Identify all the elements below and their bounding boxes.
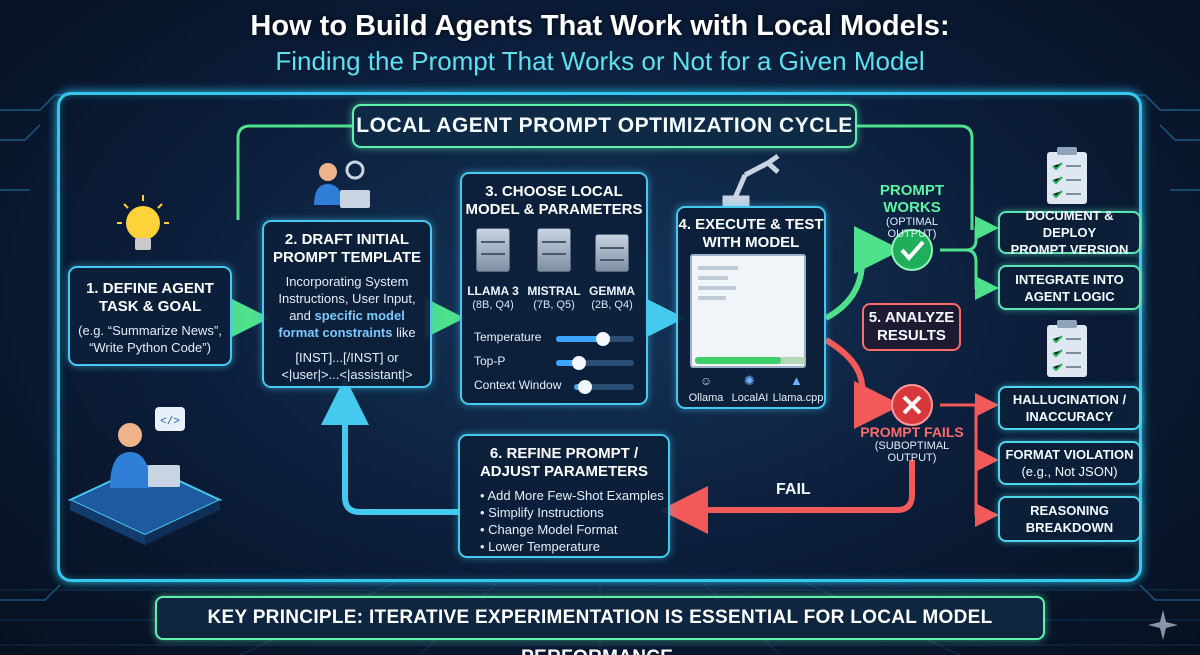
model-spec-llama: (8B, Q4) xyxy=(472,299,514,311)
server-icon-gemma xyxy=(595,234,629,272)
llamacpp-icon: ▲ xyxy=(790,373,803,388)
test-window xyxy=(690,254,806,368)
refine-action: Change Model Format xyxy=(480,521,668,538)
test-progress-fill xyxy=(695,357,781,364)
cycle-title: LOCAL AGENT PROMPT OPTIMIZATION CYCLE xyxy=(352,104,857,148)
step3-title-line2: MODEL & PARAMETERS xyxy=(465,201,643,218)
works-line2: WORKS xyxy=(883,199,941,216)
page-subtitle: Finding the Prompt That Works or Not for… xyxy=(275,46,925,76)
step2-text-line3a: and xyxy=(289,308,315,323)
fails-line: PROMPT FAILS xyxy=(860,424,964,440)
param-label-top-p: Top-P xyxy=(474,354,506,368)
cycle-frame xyxy=(57,92,1142,582)
failure-format-line1: FORMAT VIOLATION xyxy=(1005,447,1134,462)
fails-sub-line1: (SUBOPTIMAL xyxy=(874,440,950,452)
step3-title-line1: 3. CHOOSE LOCAL xyxy=(485,183,623,200)
failure-format-violation: FORMAT VIOLATION (e.g., Not JSON) xyxy=(998,441,1141,485)
step2-highlight-specific-model: specific model xyxy=(314,308,405,323)
step1-title-line1: 1. DEFINE AGENT xyxy=(86,280,214,297)
svg-text:</>: </> xyxy=(160,416,180,428)
outcome-document-line2: PROMPT VERSION xyxy=(1010,242,1129,257)
tool-llamacpp: Llama.cpp xyxy=(772,392,824,404)
outcome-document-deploy: DOCUMENT & DEPLOY PROMPT VERSION xyxy=(998,208,1141,257)
clipboard-icon-bottom xyxy=(1047,320,1087,377)
failure-reasoning-line1: REASONING xyxy=(1030,503,1109,518)
outcome-integrate-agent: INTEGRATE INTO AGENT LOGIC xyxy=(998,265,1141,310)
refine-actions-list: Add More Few-Shot Examples Simplify Inst… xyxy=(460,487,668,555)
step6-title-line2: ADJUST PARAMETERS xyxy=(479,463,649,480)
step6-title-line1: 6. REFINE PROMPT / xyxy=(489,445,639,462)
slider-top-p-fill xyxy=(556,360,580,366)
step2-text-line4b: like xyxy=(392,325,416,340)
tool-localai: LocalAI xyxy=(731,392,769,404)
refine-action: Simplify Instructions xyxy=(480,504,668,521)
failure-reasoning-line2: BREAKDOWN xyxy=(1025,520,1114,535)
step2-text-line1: Incorporating System xyxy=(285,274,409,289)
step2-highlight-format-constraints: format constraints xyxy=(278,325,393,340)
test-progress-bar xyxy=(695,357,805,364)
failure-format-line2: (e.g., Not JSON) xyxy=(1021,464,1118,479)
failure-hallucination-line1: HALLUCINATION / xyxy=(1012,392,1127,407)
ollama-icon: ☺ xyxy=(700,374,713,388)
developer-platform-illustration: </> xyxy=(67,407,223,545)
prompt-works-label: PROMPT WORKS (OPTIMAL OUTPUT) xyxy=(862,182,962,240)
fail-arrow-label: FAIL xyxy=(776,481,811,498)
lightbulb-icon xyxy=(117,195,169,250)
param-label-temperature: Temperature xyxy=(474,330,542,344)
fails-sub-line2: OUTPUT) xyxy=(887,452,937,464)
model-name-llama: LLAMA 3 xyxy=(467,284,519,298)
step4-title-line1: 4. EXECUTE & TEST xyxy=(678,216,824,233)
step5-title-line1: 5. ANALYZE xyxy=(868,309,955,326)
works-sub: (OPTIMAL OUTPUT) xyxy=(886,216,938,240)
step2-draft-prompt: 2. DRAFT INITIAL PROMPT TEMPLATE Incorpo… xyxy=(262,220,432,388)
step2-title-line2: PROMPT TEMPLATE xyxy=(272,249,422,266)
localai-icon: ✺ xyxy=(744,373,755,388)
page-title: How to Build Agents That Work with Local… xyxy=(250,10,950,42)
step5-title-line2: RESULTS xyxy=(877,327,946,344)
step4-title-line2: WITH MODEL xyxy=(702,234,800,251)
slider-top-p-knob[interactable] xyxy=(572,356,587,370)
outcome-document-line1: DOCUMENT & DEPLOY xyxy=(1025,208,1114,240)
model-name-mistral: MISTRAL xyxy=(527,284,581,298)
outcome-integrate-line2: AGENT LOGIC xyxy=(1024,288,1115,304)
outcome-integrate-line1: INTEGRATE INTO xyxy=(1015,271,1124,287)
failure-hallucination: HALLUCINATION / INACCURACY xyxy=(998,386,1141,430)
slider-temperature-fill xyxy=(556,336,603,342)
prompt-fails-label: PROMPT FAILS (SUBOPTIMAL OUTPUT) xyxy=(853,424,971,464)
slider-context-window[interactable] xyxy=(574,380,634,394)
step2-title-line1: 2. DRAFT INITIAL xyxy=(284,231,410,248)
refine-action: Add More Few-Shot Examples xyxy=(480,487,668,504)
key-principle-banner: KEY PRINCIPLE: ITERATIVE EXPERIMENTATION… xyxy=(155,596,1045,655)
server-icon-mistral xyxy=(537,228,571,272)
works-line1: PROMPT xyxy=(879,182,945,199)
step3-choose-model: 3. CHOOSE LOCAL MODEL & PARAMETERS LLAMA… xyxy=(460,172,648,405)
refine-action: Lower Temperature xyxy=(480,538,668,555)
robot-arm-icon xyxy=(722,153,780,207)
step1-title-line2: TASK & GOAL xyxy=(98,298,202,315)
slider-temperature-knob[interactable] xyxy=(595,332,610,346)
step2-code-line2: <|user|>...<|assistant|> xyxy=(281,367,413,382)
model-name-gemma: GEMMA xyxy=(589,284,635,298)
model-spec-mistral: (7B, Q5) xyxy=(533,299,575,311)
failure-reasoning-breakdown: REASONING BREAKDOWN xyxy=(998,496,1141,542)
param-label-context-window: Context Window xyxy=(474,378,562,392)
step6-refine-prompt: 6. REFINE PROMPT / ADJUST PARAMETERS Add… xyxy=(458,434,670,558)
model-spec-gemma: (2B, Q4) xyxy=(591,299,633,311)
step2-code-line1: [INST]...[/INST] or xyxy=(295,350,399,365)
step1-example-line2: “Write Python Code”) xyxy=(89,340,211,355)
step1-example-line1: (e.g. “Summarize News”, xyxy=(78,323,222,338)
failure-hallucination-line2: INACCURACY xyxy=(1025,409,1114,424)
slider-context-window-knob[interactable] xyxy=(577,380,592,394)
step5-analyze-results: 5. ANALYZE RESULTS xyxy=(862,303,961,351)
slider-temperature[interactable] xyxy=(556,332,634,346)
step1-define-task: 1. DEFINE AGENT TASK & GOAL (e.g. “Summa… xyxy=(68,266,232,366)
step2-text-line2: Instructions, User Input, xyxy=(278,291,416,306)
slider-top-p[interactable] xyxy=(556,356,634,370)
sparkle-icon xyxy=(1148,610,1178,640)
person-laptop-icon xyxy=(314,160,370,208)
clipboard-icon-top xyxy=(1047,147,1087,204)
server-icon-llama xyxy=(476,228,510,272)
tool-ollama: Ollama xyxy=(688,392,724,404)
